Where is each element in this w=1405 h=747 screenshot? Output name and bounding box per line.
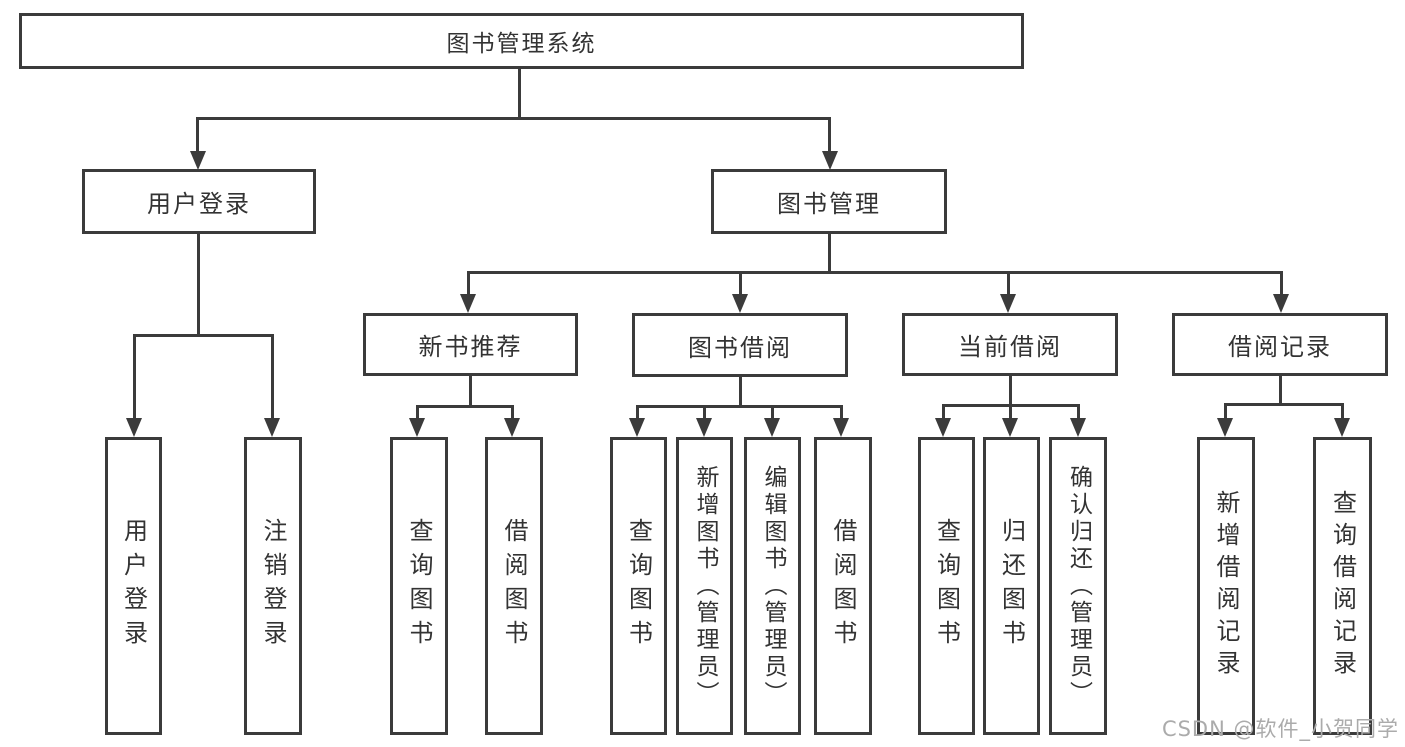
leaf-borrow-books-1: 借阅图书 xyxy=(485,437,543,735)
node-book-borrow: 图书借阅 xyxy=(632,313,848,377)
arrow-down-icon xyxy=(1334,418,1350,437)
arrow-down-icon xyxy=(1273,294,1289,313)
connector-line xyxy=(1077,404,1080,419)
leaf-query-books-2: 查询图书 xyxy=(610,437,667,735)
leaf-query-books-3: 查询图书 xyxy=(918,437,975,735)
connector-line xyxy=(1224,403,1344,406)
arrow-down-icon xyxy=(460,294,476,313)
connector-line xyxy=(771,405,774,419)
connector-line xyxy=(133,334,136,418)
node-book-management-label: 图书管理 xyxy=(777,190,881,218)
connector-line xyxy=(636,405,639,419)
leaf-add-borrow-record-label: 新增借阅记录 xyxy=(1212,490,1240,682)
connector-line xyxy=(942,404,945,419)
connector-line xyxy=(1009,404,1012,419)
node-book-management: 图书管理 xyxy=(711,169,947,234)
connector-line xyxy=(518,68,521,119)
node-borrow-records-label: 借阅记录 xyxy=(1228,333,1332,361)
arrow-down-icon xyxy=(696,418,712,437)
connector-line xyxy=(828,234,831,274)
connector-line xyxy=(1279,376,1282,406)
connector-line xyxy=(840,405,843,419)
arrow-down-icon xyxy=(190,151,206,170)
leaf-borrow-books-2-label: 借阅图书 xyxy=(829,518,857,654)
leaf-add-books-admin-label: 新增图书（管理员） xyxy=(692,464,718,708)
connector-line xyxy=(739,271,742,295)
connector-line xyxy=(467,271,470,295)
arrow-down-icon xyxy=(1000,294,1016,313)
arrow-down-icon xyxy=(126,418,142,437)
node-new-book-recommend-label: 新书推荐 xyxy=(418,333,523,361)
leaf-edit-books-admin-label: 编辑图书（管理员） xyxy=(760,464,786,708)
leaf-logout: 注销登录 xyxy=(244,437,302,735)
arrow-down-icon xyxy=(1002,418,1018,437)
connector-line xyxy=(1341,403,1344,419)
node-borrow-records: 借阅记录 xyxy=(1172,313,1388,376)
connector-line xyxy=(196,117,831,120)
leaf-borrow-books-2: 借阅图书 xyxy=(814,437,872,735)
leaf-query-books-2-label: 查询图书 xyxy=(624,518,653,654)
connector-line xyxy=(511,405,514,419)
arrow-down-icon xyxy=(409,418,425,437)
leaf-query-borrow-record-label: 查询借阅记录 xyxy=(1328,490,1357,682)
node-new-book-recommend: 新书推荐 xyxy=(363,313,578,376)
arrow-down-icon xyxy=(732,294,748,313)
connector-line xyxy=(1224,403,1227,419)
connector-line xyxy=(133,334,274,337)
leaf-query-books-1: 查询图书 xyxy=(390,437,448,735)
connector-line xyxy=(1280,271,1283,295)
watermark: CSDN @软件_小贺同学 xyxy=(1161,717,1399,741)
leaf-edit-books-admin: 编辑图书（管理员） xyxy=(744,437,801,735)
node-root-label: 图书管理系统 xyxy=(446,31,597,57)
connector-line xyxy=(271,334,274,418)
node-book-borrow-label: 图书借阅 xyxy=(688,333,792,362)
node-user-login: 用户登录 xyxy=(82,169,316,234)
node-user-login-label: 用户登录 xyxy=(147,190,251,218)
leaf-logout-label: 注销登录 xyxy=(259,518,287,654)
arrow-down-icon xyxy=(1217,418,1233,437)
leaf-return-books-label: 归还图书 xyxy=(997,518,1026,654)
connector-line xyxy=(416,405,419,419)
connector-line xyxy=(828,117,831,151)
arrow-down-icon xyxy=(504,418,520,437)
leaf-query-books-3-label: 查询图书 xyxy=(932,518,961,654)
connector-line xyxy=(636,405,843,408)
arrow-down-icon xyxy=(822,151,838,170)
connector-line xyxy=(739,377,742,408)
connector-line xyxy=(703,405,706,419)
leaf-add-books-admin: 新增图书（管理员） xyxy=(676,437,733,735)
arrow-down-icon xyxy=(264,418,280,437)
leaf-return-books: 归还图书 xyxy=(983,437,1040,735)
connector-line xyxy=(196,117,199,151)
node-current-borrow-label: 当前借阅 xyxy=(958,333,1062,361)
connector-line xyxy=(1009,376,1012,407)
leaf-query-borrow-record: 查询借阅记录 xyxy=(1313,437,1372,735)
connector-line xyxy=(469,376,472,408)
node-current-borrow: 当前借阅 xyxy=(902,313,1118,376)
arrow-down-icon xyxy=(833,418,849,437)
connector-line xyxy=(1007,271,1010,295)
arrow-down-icon xyxy=(764,418,780,437)
leaf-user-login: 用户登录 xyxy=(105,437,162,735)
leaf-add-borrow-record: 新增借阅记录 xyxy=(1197,437,1255,735)
connector-line xyxy=(467,271,1283,274)
arrow-down-icon xyxy=(629,418,645,437)
arrow-down-icon xyxy=(935,418,951,437)
node-root: 图书管理系统 xyxy=(19,13,1024,69)
leaf-confirm-return-admin: 确认归还（管理员） xyxy=(1049,437,1107,735)
leaf-query-books-1-label: 查询图书 xyxy=(405,518,433,654)
leaf-user-login-label: 用户登录 xyxy=(119,518,148,654)
arrow-down-icon xyxy=(1070,418,1086,437)
leaf-borrow-books-1-label: 借阅图书 xyxy=(500,518,528,654)
connector-line xyxy=(416,405,514,408)
connector-line xyxy=(197,233,200,336)
leaf-confirm-return-admin-label: 确认归还（管理员） xyxy=(1065,464,1092,708)
